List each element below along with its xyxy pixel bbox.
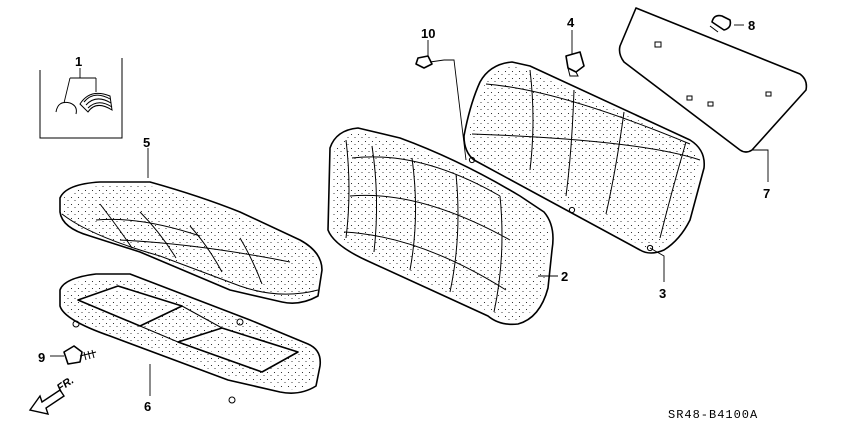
callout-3: 3: [659, 286, 666, 301]
seat-back-cover: [327, 127, 554, 326]
front-direction-arrow: FR.: [28, 374, 76, 415]
hog-ring-bundle: [79, 92, 113, 113]
board-slot: [686, 95, 693, 101]
callout-2: 2: [561, 269, 568, 284]
board-slot: [654, 41, 662, 48]
hog-ring-inset: [39, 58, 123, 139]
clip-top: [709, 14, 732, 33]
seat-back-pad: [463, 61, 706, 254]
callout-4: 4: [567, 15, 575, 30]
diagram-code: SR48-B4100A: [668, 408, 758, 422]
callout-7: 7: [763, 186, 770, 201]
callout-1: 1: [75, 54, 82, 69]
clip: [565, 51, 585, 77]
board-slot: [765, 91, 772, 97]
callout-8: 8: [748, 18, 755, 33]
seat-cushion-cover: [59, 181, 323, 304]
bolt-lower: [63, 345, 97, 365]
inset-frame: [39, 58, 123, 139]
leader-lines: [50, 24, 769, 396]
hog-ring-single: [55, 101, 77, 115]
callout-9: 9: [38, 350, 45, 365]
callout-6: 6: [144, 399, 151, 414]
bolt: [415, 55, 445, 69]
callout-10: 10: [421, 26, 435, 41]
rear-panel-board: [618, 7, 808, 153]
seat-cushion-pad: [59, 273, 322, 404]
callout-5: 5: [143, 135, 150, 150]
board-slot: [707, 101, 714, 107]
